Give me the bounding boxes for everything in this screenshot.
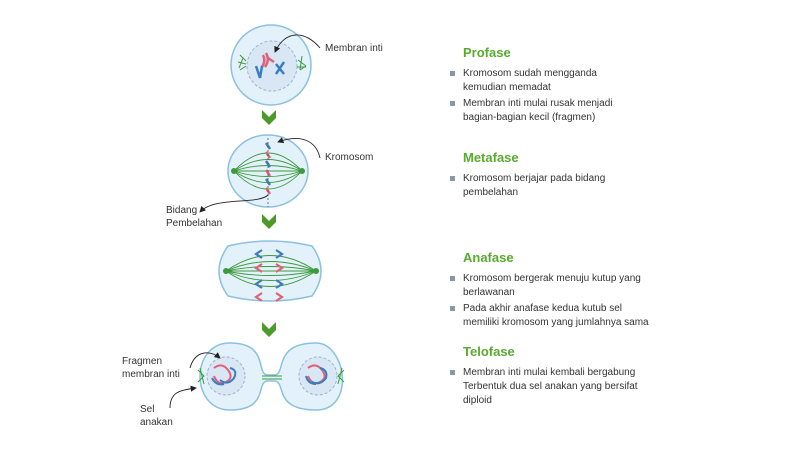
bullet-icon	[450, 71, 455, 76]
profase-cell	[230, 24, 312, 106]
profase-chromosome-blue	[274, 61, 286, 75]
metafase-cell	[227, 134, 309, 208]
profase-spindle-left	[237, 54, 247, 71]
label-sel-anakan: Sel anakan	[140, 403, 173, 429]
bidang-arrow	[199, 194, 269, 213]
down-arrow-3	[262, 322, 276, 337]
phase-title-anafase: Anafase	[463, 250, 514, 265]
fragmen-arrow	[189, 352, 221, 369]
label-kromosom: Kromosom	[325, 152, 374, 163]
profase-chromosome-red	[260, 52, 269, 68]
label-bidang-pembelahan: Bidang Pembelahan	[166, 204, 222, 230]
anafase-chromosomes-right	[275, 249, 284, 302]
phase-telofase: Telofase Membran inti mulai kembali berg…	[450, 344, 763, 410]
anafase-points: Kromosom bergerak menuju kutup yang berl…	[450, 272, 763, 330]
anafase-spindle	[225, 255, 317, 287]
label-sel-line1: Sel	[140, 404, 155, 415]
phase-title-profase: Profase	[463, 45, 511, 60]
phase-profase: Profase Kromosom sudah mengganda kemudia…	[450, 45, 763, 127]
telofase-nucleus-right	[298, 356, 338, 396]
list-item: Kromosom bergerak menuju kutup yang berl…	[450, 272, 763, 300]
profase-spindle-right	[297, 55, 307, 71]
kromosom-arrow	[277, 137, 321, 159]
bullet-icon	[450, 306, 455, 311]
list-item: Pada akhir anafase kedua kutub sel memil…	[450, 302, 763, 330]
metafase-points: Kromosom berjajar pada bidang pembelahan	[450, 172, 763, 200]
label-bidang-line1: Bidang	[166, 205, 198, 216]
phase-title-metafase: Metafase	[463, 150, 519, 165]
bullet-icon	[450, 276, 455, 281]
bullet-icon	[450, 370, 455, 375]
down-arrow-1	[262, 110, 276, 125]
telofase-chromatin-right	[305, 364, 328, 385]
phase-anafase: Anafase Kromosom bergerak menuju kutup y…	[450, 250, 763, 332]
bullet-icon	[450, 101, 455, 106]
list-item: Kromosom berjajar pada bidang pembelahan	[450, 172, 763, 200]
anafase-cell	[218, 240, 322, 302]
phase-title-telofase: Telofase	[463, 344, 515, 359]
list-item: Membran inti mulai rusak menjadi bagian-…	[450, 97, 763, 125]
telofase-nucleus-left	[206, 356, 246, 396]
telofase-points: Membran inti mulai kembali bergabung Ter…	[450, 366, 763, 408]
label-bidang-line2: Pembelahan	[166, 218, 223, 229]
telofase-cells	[197, 342, 345, 411]
label-fragmen-line1: Fragmen	[122, 356, 163, 367]
down-arrow-2	[262, 214, 276, 229]
sel-anakan-arrow	[169, 385, 197, 409]
anafase-chromosomes-left	[254, 249, 263, 302]
phase-metafase: Metafase Kromosom berjajar pada bidang p…	[450, 150, 763, 202]
label-fragmen-membran-inti: Fragmen membran inti	[122, 355, 180, 381]
label-fragmen-line2: membran inti	[122, 369, 180, 380]
list-item: Membran inti mulai kembali bergabung Ter…	[450, 366, 763, 408]
label-sel-line2: anakan	[140, 417, 173, 428]
green-arrows	[262, 110, 276, 337]
membran-inti-arrow	[274, 34, 321, 53]
profase-points: Kromosom sudah mengganda kemudian memada…	[450, 67, 763, 125]
list-item: Kromosom sudah mengganda kemudian memada…	[450, 67, 763, 95]
bullet-icon	[450, 176, 455, 181]
label-membran-inti: Membran inti	[325, 43, 383, 54]
telofase-chromatin-left	[211, 364, 237, 386]
